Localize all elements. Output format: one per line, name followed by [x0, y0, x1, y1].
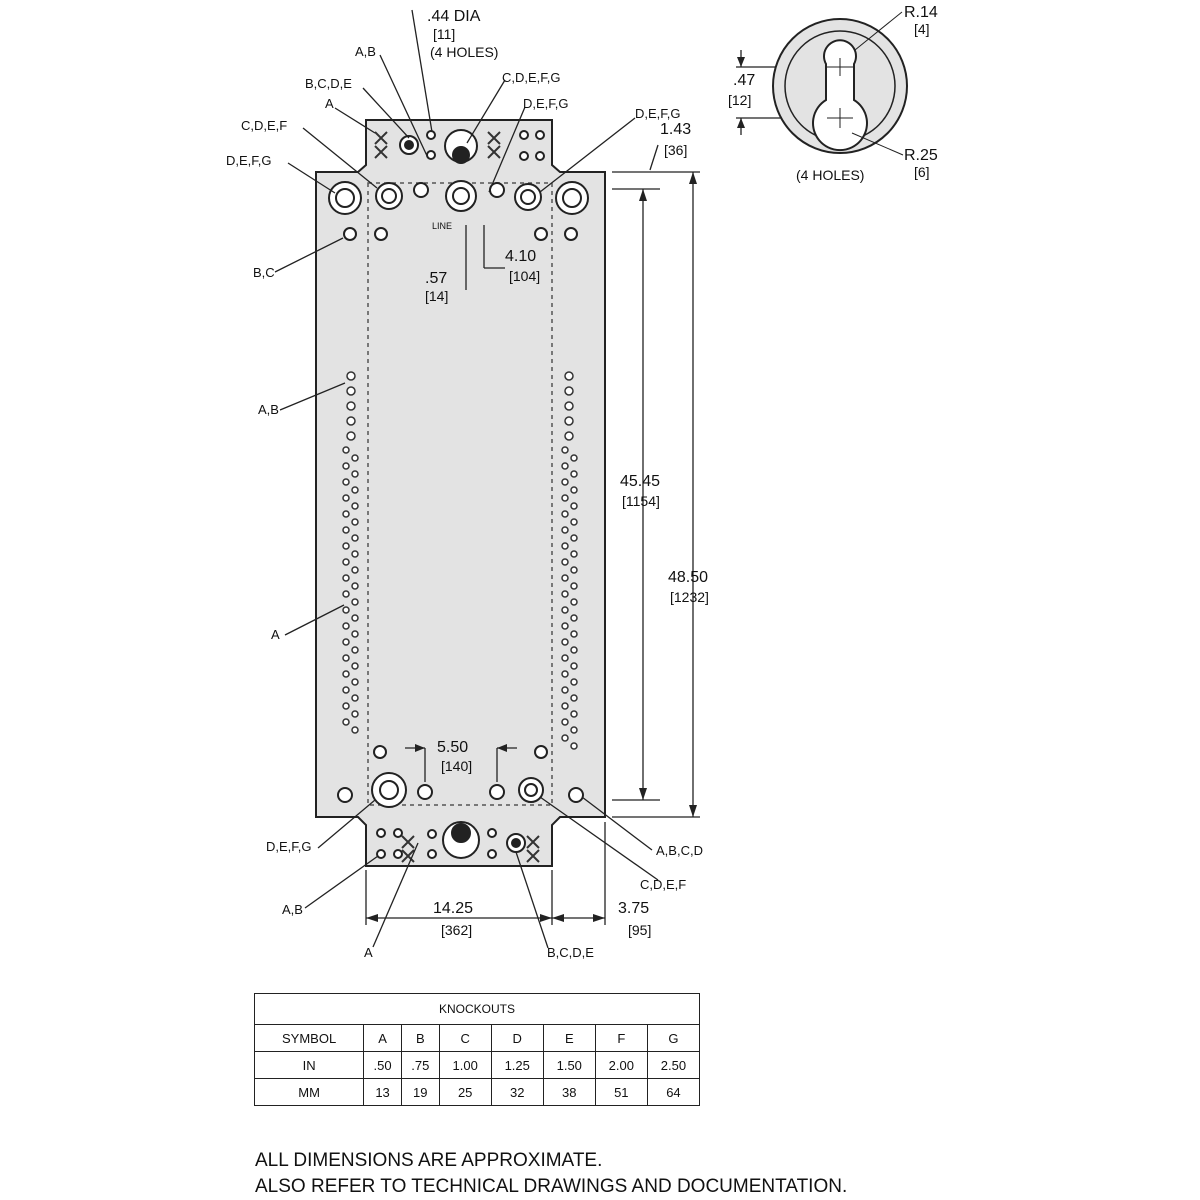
keyhole-r-small: R.14: [904, 4, 938, 21]
callout-b-bcde: B,C,D,E: [547, 945, 594, 960]
keyhole-r-large-mm: [6]: [914, 164, 930, 180]
table-cell: 64: [646, 1078, 701, 1106]
callout-t-cdef: C,D,E,F: [241, 118, 287, 133]
table-cell: 25: [438, 1078, 492, 1106]
callout-t-defg-l: D,E,F,G: [226, 153, 272, 168]
knockouts-table: KNOCKOUTS SYMBOL A B C D E F G IN .50 .7…: [253, 993, 701, 1106]
bottom-gap-mm: [140]: [441, 758, 472, 774]
table-cell: C: [438, 1024, 492, 1052]
callout-b-abcd: A,B,C,D: [656, 843, 703, 858]
notes-block: ALL DIMENSIONS ARE APPROXIMATE. ALSO REF…: [255, 1148, 847, 1200]
table-cell: 51: [594, 1078, 648, 1106]
table-cell: A: [363, 1024, 402, 1052]
inner-height-mm: [1154]: [622, 493, 660, 509]
top-offset-mm: [36]: [664, 142, 687, 158]
tab-marks: [374, 131, 540, 863]
callout-t-defg-rr: D,E,F,G: [635, 106, 681, 121]
callout-l-ab: A,B: [258, 402, 279, 417]
table-cell: F: [594, 1024, 648, 1052]
keyhole-spacing: .47: [733, 72, 755, 89]
callout-b-cdef: C,D,E,F: [640, 877, 686, 892]
top-offset-dim: 1.43: [660, 121, 691, 138]
side-width-mm: [95]: [628, 922, 651, 938]
note-line: ALSO REFER TO TECHNICAL DRAWINGS AND DOC…: [255, 1176, 848, 1197]
side-offset-dim: 4.10: [505, 248, 536, 265]
keyhole-count: (4 HOLES): [796, 167, 864, 183]
table-cell: 38: [542, 1078, 596, 1106]
leader-lines: [274, 9, 659, 949]
callout-t-defg-r: D,E,F,G: [523, 96, 569, 111]
keyhole-r-small-mm: [4]: [914, 21, 930, 37]
dimension-arrows: [366, 57, 745, 922]
keyhole-r-large: R.25: [904, 147, 938, 164]
bottom-gap-dim: 5.50: [437, 739, 468, 756]
overall-height-dim: 48.50: [668, 569, 708, 586]
knockout-callouts: A,B B,C,D,E A C,D,E,F,G D,E,F,G D,E,F,G …: [226, 44, 703, 960]
table-cell: D: [490, 1024, 544, 1052]
table-cell: E: [542, 1024, 596, 1052]
callout-t-ab: A,B: [355, 44, 376, 59]
table-cell: B: [400, 1024, 440, 1052]
top-knockouts: [328, 129, 589, 241]
table-cell: .50: [363, 1051, 402, 1079]
keyhole-spacing-mm: [12]: [728, 92, 751, 108]
table-row: MM 13 19 25 32 38 51 64: [253, 1078, 701, 1106]
callout-b-a: A: [364, 945, 373, 960]
table-cell: G: [646, 1024, 701, 1052]
note-line: ALL DIMENSIONS ARE APPROXIMATE.: [255, 1150, 603, 1171]
side-width-dim: 3.75: [618, 900, 649, 917]
table-cell: 1.25: [490, 1051, 544, 1079]
table-cell: .75: [400, 1051, 440, 1079]
table-row: IN .50 .75 1.00 1.25 1.50 2.00 2.50: [253, 1051, 701, 1079]
hole-dia-label: .44 DIA: [427, 8, 481, 25]
width-mm: [362]: [441, 922, 472, 938]
bottom-knockouts: [337, 745, 584, 859]
callout-t-a: A: [325, 96, 334, 111]
small-offset-mm: [14]: [425, 288, 448, 304]
table-cell: MM: [253, 1078, 365, 1106]
overall-height-mm: [1232]: [670, 589, 709, 605]
callout-t-cdefg: C,D,E,F,G: [502, 70, 561, 85]
callout-l-a: A: [271, 627, 280, 642]
table-cell: 32: [490, 1078, 544, 1106]
table-title-row: KNOCKOUTS: [254, 993, 700, 1025]
dimension-labels: .44 DIA [11] (4 HOLES) R.14 [4] R.25 [6]…: [425, 4, 938, 938]
table-row: SYMBOL A B C D E F G: [253, 1024, 701, 1052]
callout-l-bc: B,C: [253, 265, 275, 280]
enclosure-outline: [315, 119, 606, 867]
inner-height-dim: 45.45: [620, 473, 660, 490]
table-cell: IN: [253, 1051, 365, 1079]
side-offset-mm: [104]: [509, 268, 540, 284]
callout-b-defg: D,E,F,G: [266, 839, 312, 854]
keyhole-detail: [772, 11, 908, 156]
table-cell: 19: [400, 1078, 440, 1106]
callout-b-ab: A,B: [282, 902, 303, 917]
width-dim: 14.25: [433, 900, 473, 917]
callout-t-bcde: B,C,D,E: [305, 76, 352, 91]
hole-dia-mm: [11]: [433, 26, 455, 42]
table-cell: 13: [363, 1078, 402, 1106]
table-cell: SYMBOL: [253, 1024, 365, 1052]
right-hole-column: [561, 371, 578, 750]
table-cell: 2.00: [594, 1051, 648, 1079]
hole-dia-count: (4 HOLES): [430, 44, 498, 60]
line-hint: LINE: [432, 221, 452, 231]
small-offset-dim: .57: [425, 270, 447, 287]
table-cell: 1.50: [542, 1051, 596, 1079]
table-title: KNOCKOUTS: [254, 993, 700, 1025]
table-cell: 2.50: [646, 1051, 701, 1079]
left-hole-column: [342, 371, 359, 734]
table-cell: 1.00: [438, 1051, 492, 1079]
